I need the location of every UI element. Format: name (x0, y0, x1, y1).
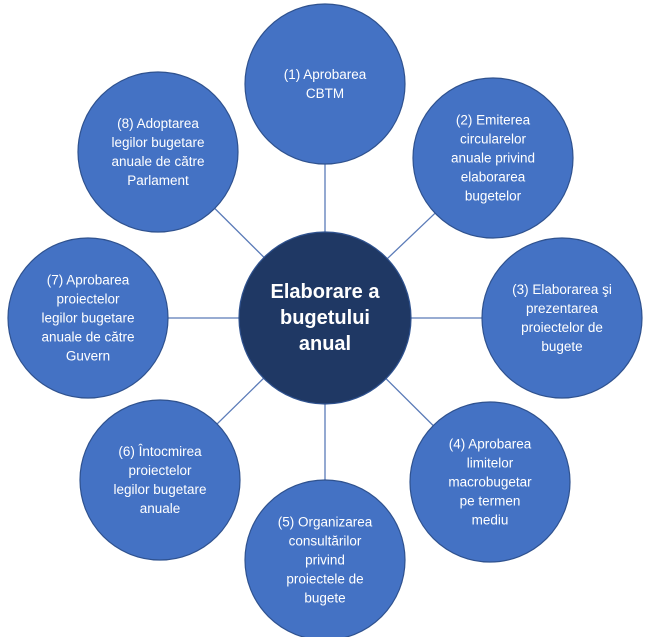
label-line: limitelor (467, 456, 514, 471)
label-line: (4) Aprobarea (449, 437, 532, 452)
center-label: Elaborare a bugetului anual (271, 281, 381, 355)
node-step-3: (3) Elaborarea şi prezentarea proiectelor … (481, 237, 643, 399)
label-line: (3) Elaborarea şi (512, 282, 612, 297)
node-label: (3) Elaborarea şi prezentarea proiectelor … (512, 282, 612, 354)
label-line: (6) Întocmirea (118, 444, 202, 459)
node-circle (244, 479, 406, 637)
label-line: (7) Aprobarea (47, 273, 130, 288)
node-circle (412, 77, 574, 239)
label-line: Parlament (127, 173, 189, 188)
label-line: circularelor (460, 132, 527, 147)
node-step-8: (8) Adoptarea legilor bugetare anuale de c… (77, 71, 239, 233)
connector-lines (168, 164, 482, 480)
node-circle (244, 3, 406, 165)
node-label: (6) Întocmirea proiectelor legilor bugetar… (113, 444, 206, 516)
label-line: legilor bugetare (113, 482, 206, 497)
label-line: consultărilor (289, 534, 362, 549)
label-line: anuale privind (451, 151, 535, 166)
connector-step-6 (216, 377, 265, 425)
node-circle (481, 237, 643, 399)
node-step-4: (4) Aprobarea limitelor macrobugetar pe ter… (409, 401, 571, 563)
label-line: (1) Aprobarea (284, 67, 367, 82)
node-circle (7, 237, 169, 399)
label-line: prezentarea (526, 301, 599, 316)
label-line: mediu (472, 513, 509, 528)
node-step-2: (2) Emiterea circularelor anuale privind el… (412, 77, 574, 239)
label-line: proiectelor (128, 463, 192, 478)
node-label: (5) Organizarea consultărilor privind proie… (278, 515, 373, 606)
label-line: proiectelor de (521, 320, 603, 335)
label-line: legilor bugetare (41, 311, 134, 326)
label-line: bugete (541, 339, 582, 354)
node-step-6: (6) Întocmirea proiectelor legilor bugetar… (79, 399, 241, 561)
label-line: pe termen (460, 494, 521, 509)
node-step-5: (5) Organizarea consultărilor privind proie… (244, 479, 406, 637)
node-step-7: (7) Aprobarea proiectelor legilor bugetare… (7, 237, 169, 399)
label-line: anuale de către (41, 330, 134, 345)
center-node: Elaborare a bugetului anual (238, 231, 412, 405)
label-line: legilor bugetare (111, 135, 204, 150)
label-line: anuale de către (111, 154, 204, 169)
connector-step-4 (385, 378, 434, 427)
node-circle (409, 401, 571, 563)
node-circle (77, 71, 239, 233)
label-line: (2) Emiterea (456, 113, 531, 128)
label-line: bugete (304, 591, 345, 606)
label-line: privind (305, 553, 345, 568)
label-line: bugetului (280, 307, 370, 329)
label-line: proiectelor (56, 292, 120, 307)
node-label: (8) Adoptarea legilor bugetare anuale de c… (111, 116, 204, 188)
node-label: (2) Emiterea circularelor anuale privind el… (451, 113, 535, 204)
label-line: Guvern (66, 349, 110, 364)
label-line: elaborarea (461, 170, 526, 185)
label-line: proiectele de (286, 572, 363, 587)
label-line: (5) Organizarea (278, 515, 373, 530)
node-label: (7) Aprobarea proiectelor legilor bugetare… (41, 273, 134, 364)
connector-step-8 (214, 207, 265, 258)
connector-step-2 (386, 212, 436, 260)
node-label: (4) Aprobarea limitelor macrobugetar pe ter… (448, 437, 532, 528)
label-line: Elaborare a (271, 281, 381, 303)
label-line: anuale (140, 501, 181, 516)
label-line: bugetelor (465, 189, 522, 204)
node-circle (79, 399, 241, 561)
label-line: CBTM (306, 86, 344, 101)
center-circle (238, 231, 412, 405)
label-line: (8) Adoptarea (117, 116, 199, 131)
label-line: macrobugetar (448, 475, 532, 490)
label-line: anual (299, 333, 351, 355)
